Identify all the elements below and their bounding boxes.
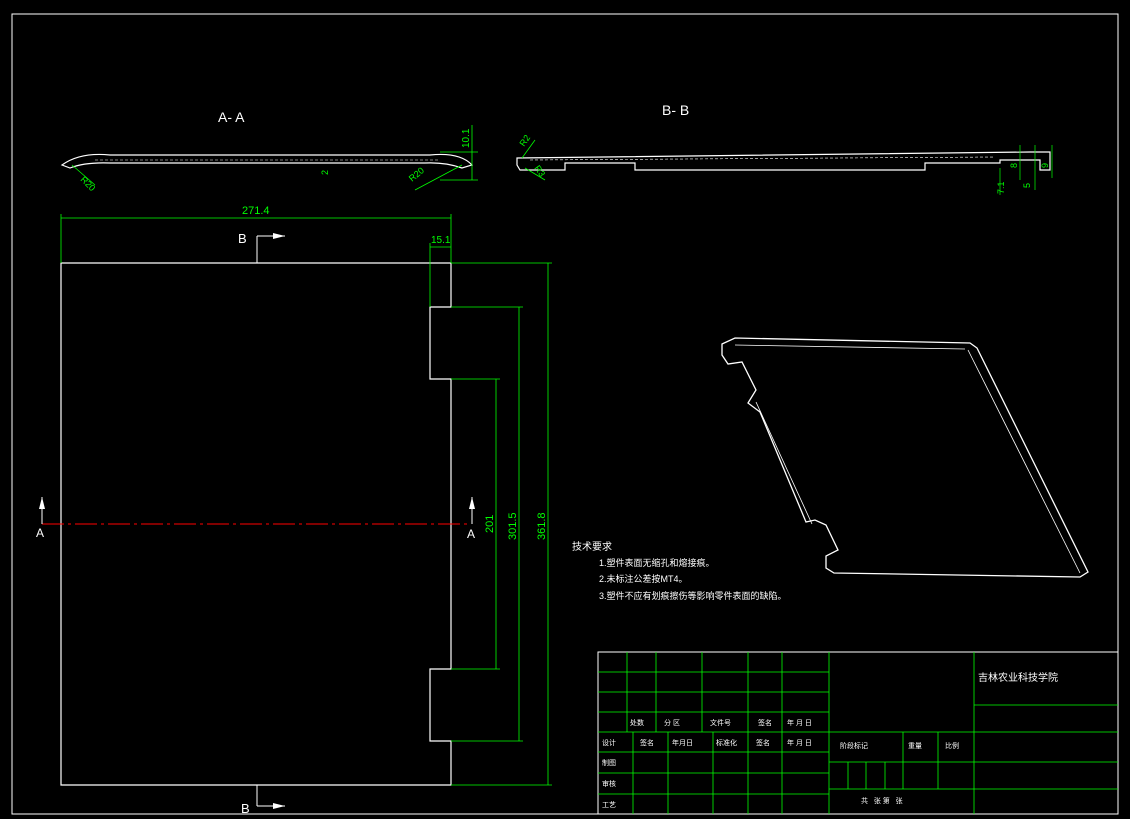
design-date: 年月日 [672, 738, 693, 747]
tech-requirement-item-2: 2.未标注公差按MT4。 [599, 573, 688, 584]
cut-a-right-arrow [469, 497, 475, 509]
dim-aa-radius-right-leader [414, 164, 463, 191]
dim-bb-radius-2-leader [524, 167, 546, 181]
dim-aa-height: 10.1 [461, 128, 472, 148]
design-sign: 签名 [640, 738, 654, 747]
rev-col-count: 处数 [630, 718, 644, 727]
dim-aa-radius-left-leader [71, 164, 96, 186]
dim-bb-radius-1: R2 [517, 133, 532, 148]
standardize-date: 年 月 日 [787, 738, 812, 747]
dim-bb-9: 9 [1040, 163, 1050, 168]
dim-width-total: 271.4 [242, 205, 270, 217]
standardize-label: 标准化 [716, 738, 737, 747]
scale-label: 比例 [945, 741, 959, 750]
sheets-label: 共 张 第 张 [861, 796, 903, 805]
weight-label: 重量 [908, 742, 922, 750]
drawn-label: 制图 [602, 758, 616, 767]
cut-a-left-arrow [39, 497, 45, 509]
isometric-left-edge-inner [755, 401, 813, 525]
isometric-outline [721, 337, 1089, 578]
tech-requirements: 技术要求 1.塑件表面无缩孔和熔接痕。 2.未标注公差按MT4。 3.塑件不应有… [572, 540, 787, 601]
design-label: 设计 [602, 738, 616, 747]
dim-bb-radius-1-leader [521, 139, 536, 159]
section-bb-title: B- B [662, 102, 689, 118]
section-bb-profile [516, 151, 1051, 171]
tech-requirement-item-1: 1.塑件表面无缩孔和熔接痕。 [599, 557, 715, 568]
plan-view: 271.4 15.1 361.8 301.5 201 A A B [36, 205, 552, 816]
tech-requirement-item-3: 3.塑件不应有划痕擦伤等影响零件表面的缺陷。 [599, 590, 787, 601]
tech-requirements-heading: 技术要求 [572, 540, 612, 553]
rev-col-docno: 文件号 [710, 718, 731, 727]
dim-height-total: 361.8 [536, 512, 548, 540]
cut-a-right-label: A [467, 527, 475, 541]
isometric-right-edge-inner [967, 349, 1081, 574]
process-label: 工艺 [602, 801, 616, 809]
dim-bb-8: 8 [1009, 163, 1019, 168]
section-aa-view: A- A 10.1 2 R20 R20 [60, 109, 478, 193]
section-bb-inner-line [529, 156, 996, 161]
review-label: 审核 [602, 779, 616, 788]
rev-col-sign: 签名 [758, 718, 772, 727]
standardize-sign: 签名 [756, 738, 770, 747]
dim-aa-radius-right: R20 [407, 165, 426, 183]
dim-tab-width: 15.1 [431, 235, 451, 246]
school-name: 吉林农业科技学院 [978, 671, 1058, 684]
section-aa-profile [60, 153, 474, 169]
isometric-top-edge-inner [734, 344, 966, 350]
title-block: 吉林农业科技学院 处数 分 区 文件号 签名 年 月 日 设计 签名 年月日 标… [597, 651, 1119, 815]
rev-col-zone: 分 区 [664, 718, 680, 727]
cut-a-left-label: A [36, 526, 44, 540]
dim-aa-radius-left: R20 [79, 174, 98, 193]
cut-b-bottom-label: B [241, 801, 250, 816]
cut-b-top-label: B [238, 231, 247, 246]
section-aa-title: A- A [218, 109, 245, 125]
isometric-view [721, 337, 1089, 578]
dim-bb-7-1: 7.1 [996, 181, 1006, 194]
rev-col-date: 年 月 日 [787, 718, 812, 727]
dim-bb-5: 5 [1022, 183, 1032, 188]
title-block-frame [597, 651, 1119, 815]
cut-b-bottom-arrow [273, 803, 285, 809]
dim-aa-thickness: 2 [320, 170, 330, 175]
dim-span-inner: 201 [484, 515, 496, 533]
drawing-border [11, 13, 1119, 815]
dim-bb-radius-2: R3 [532, 163, 547, 178]
section-bb-view: B- B R2 R3 7.1 8 5 9 [516, 102, 1053, 195]
cut-b-top-arrow [273, 233, 285, 239]
stage-mark-label: 阶段标记 [840, 741, 868, 750]
dim-span-outer: 301.5 [507, 512, 519, 540]
